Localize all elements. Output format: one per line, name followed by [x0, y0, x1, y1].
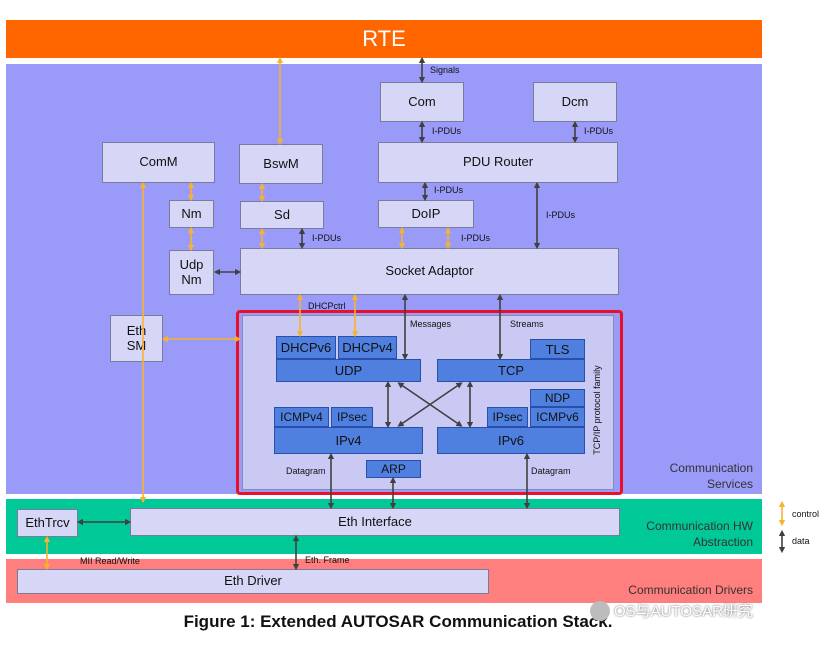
- dhcpctrl-label: DHCPctrl: [308, 301, 346, 311]
- ipdus-label-right: I-PDUs: [546, 210, 575, 220]
- streams-label: Streams: [510, 319, 544, 329]
- icmpv6-module[interactable]: ICMPv6: [530, 407, 585, 427]
- udp-module[interactable]: UDP: [276, 359, 421, 382]
- eth-frame-label: Eth. Frame: [305, 555, 350, 565]
- ipdus-label-sd: I-PDUs: [312, 233, 341, 243]
- sd-module[interactable]: Sd: [240, 201, 324, 229]
- ipdus-label-router: I-PDUs: [434, 185, 463, 195]
- signals-label: Signals: [430, 65, 460, 75]
- tcpip-highlight-frame: [236, 310, 623, 495]
- eth-interface-module[interactable]: Eth Interface: [130, 508, 620, 536]
- datagram-label-v6: Datagram: [531, 466, 571, 476]
- tls-module[interactable]: TLS: [530, 339, 585, 359]
- eth-driver-module[interactable]: Eth Driver: [17, 569, 489, 594]
- pdu-router-module[interactable]: PDU Router: [378, 142, 618, 183]
- ndp-module[interactable]: NDP: [530, 389, 585, 407]
- dcm-module[interactable]: Dcm: [533, 82, 617, 122]
- ipsec-v6-module[interactable]: IPsec: [487, 407, 528, 427]
- wechat-icon: [590, 600, 610, 621]
- rte-bar: RTE: [6, 20, 762, 58]
- icmpv4-module[interactable]: ICMPv4: [274, 407, 329, 427]
- data-arrows: [76, 56, 786, 571]
- dhcpv6-module[interactable]: DHCPv6: [276, 336, 336, 359]
- comm-module[interactable]: ComM: [102, 142, 215, 183]
- messages-label: Messages: [410, 319, 452, 329]
- nm-module[interactable]: Nm: [169, 200, 214, 228]
- ipdus-label-doip: I-PDUs: [461, 233, 490, 243]
- doip-module[interactable]: DoIP: [378, 200, 474, 228]
- bswm-module[interactable]: BswM: [239, 144, 323, 184]
- socket-adaptor-module[interactable]: Socket Adaptor: [240, 248, 619, 295]
- legend-data: data: [792, 536, 810, 546]
- ipdus-label-dcm: I-PDUs: [584, 126, 613, 136]
- ipsec-v4-module[interactable]: IPsec: [331, 407, 373, 427]
- figure-caption: Figure 1: Extended AUTOSAR Communication…: [183, 612, 613, 631]
- drivers-layer-label: Communication Drivers: [628, 583, 753, 597]
- dhcpv4-module[interactable]: DHCPv4: [338, 336, 397, 359]
- rte-label: RTE: [362, 26, 406, 51]
- control-arrows: [43, 56, 786, 571]
- com-module[interactable]: Com: [380, 82, 464, 122]
- legend-control: control: [792, 509, 820, 519]
- ipv4-module[interactable]: IPv4: [274, 427, 423, 454]
- ipv6-module[interactable]: IPv6: [437, 427, 585, 454]
- datagram-label-v4: Datagram: [286, 466, 326, 476]
- watermark: OS与AUTOSAR研究: [590, 600, 753, 621]
- ipdus-label-com: I-PDUs: [432, 126, 461, 136]
- tcp-module[interactable]: TCP: [437, 359, 585, 382]
- mii-label: MII Read/Write: [80, 556, 140, 566]
